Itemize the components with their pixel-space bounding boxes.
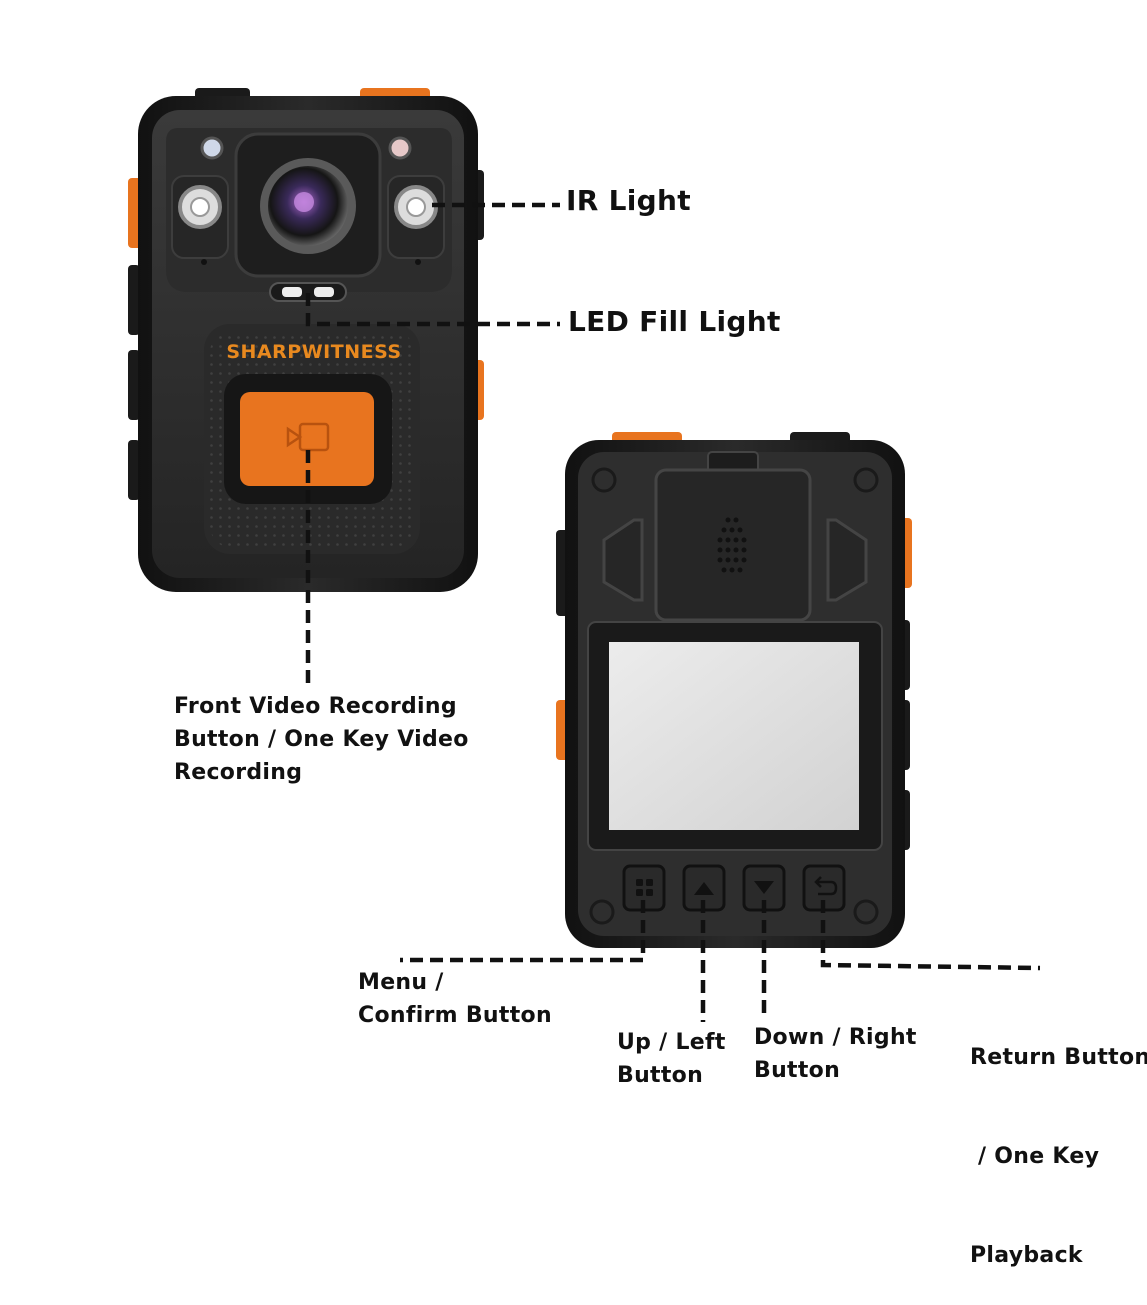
record-camera-icon: [286, 422, 330, 452]
up-left-label: Up / Left Button: [617, 1026, 726, 1092]
menu-label: Menu / Confirm Button: [358, 966, 552, 1032]
return-label-line: / One Key: [970, 1144, 1100, 1169]
up-left-label-line: Button: [617, 1063, 704, 1088]
lcd-screen: [609, 642, 859, 830]
menu-label-line: Confirm Button: [358, 1003, 552, 1028]
front-record-label-line: Recording: [174, 760, 303, 785]
camera-diagram: SHARPWITNESS: [128, 88, 1041, 1022]
callout-lines: [305, 202, 1041, 1022]
down-right-label-line: Button: [754, 1058, 841, 1083]
down-right-label-line: Down / Right: [754, 1025, 917, 1050]
return-label: Return Button / One Key Playback: [970, 975, 1147, 1305]
indicator-light: [388, 136, 412, 160]
up-arrow-icon: [694, 882, 714, 895]
menu-leader: [400, 900, 646, 963]
record-button[interactable]: [240, 392, 374, 486]
front-record-label-line: Button / One Key Video: [174, 727, 469, 752]
brand-logo: SHARPWITNESS: [226, 341, 401, 363]
grip-right: [826, 518, 868, 602]
down-right-label: Down / Right Button: [754, 1021, 917, 1087]
speaker-grille: [717, 517, 747, 573]
up-left-label-line: Up / Left: [617, 1030, 726, 1055]
menu-grid-icon: [636, 879, 653, 896]
side-button: [128, 440, 140, 500]
side-button: [128, 265, 140, 335]
indicator-light: [200, 136, 224, 160]
belt-clip: [654, 468, 812, 622]
back-camera: [556, 432, 912, 948]
front-record-label-line: Front Video Recording: [174, 694, 457, 719]
front-camera: SHARPWITNESS: [128, 88, 484, 592]
return-arrow-icon: [814, 876, 838, 896]
ir-light-label: IR Light: [566, 184, 691, 217]
side-button: [128, 350, 140, 420]
return-leader: [820, 900, 1041, 971]
front-record-label: Front Video Recording Button / One Key V…: [174, 690, 469, 789]
return-label-line: Return Button: [970, 1045, 1147, 1070]
down-arrow-icon: [754, 881, 774, 894]
grip-left: [602, 518, 644, 602]
return-label-line: Playback: [970, 1243, 1083, 1268]
menu-label-line: Menu /: [358, 970, 444, 995]
led-fill-leader: [305, 293, 560, 327]
led-fill-light-label: LED Fill Light: [568, 305, 781, 338]
